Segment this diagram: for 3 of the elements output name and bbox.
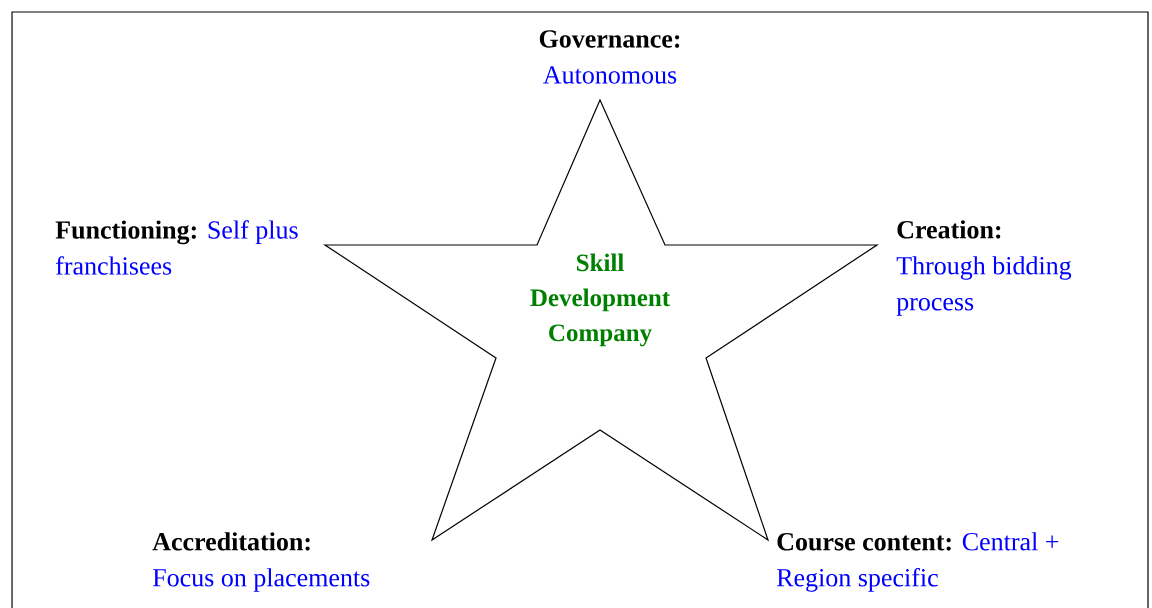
caption-text: Creation: Through bidding process <box>896 220 1072 316</box>
caption-text: Governance: Autonomous <box>539 30 680 84</box>
caption-text: Functioning: Self plus franchisees <box>55 220 298 275</box>
